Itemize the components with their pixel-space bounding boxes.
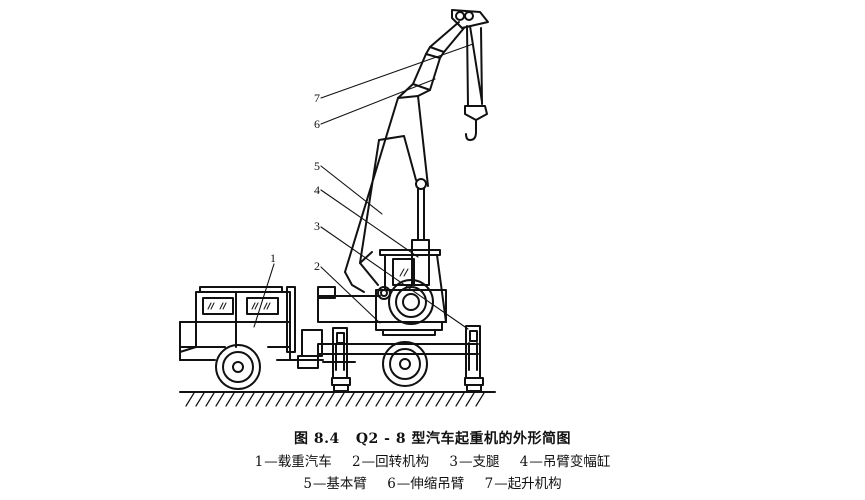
figure-title-text: Q2 - 8 型汽车起重机的外形简图 [355,431,571,447]
boom-head-hoist [451,9,489,141]
rear-wheel [382,341,428,387]
base-boom [344,95,429,293]
callout-4: 4 [314,183,320,197]
legend-item: 2—回转机构 [352,454,430,470]
callout-6: 6 [314,117,320,131]
ground-hatching [179,391,496,407]
legend-row-2: 5—基本臂 6—伸缩吊臂 7—起升机构 [0,472,865,492]
front-wheel [215,344,261,390]
operator-cab [379,178,447,323]
legend-item: 4—吊臂变幅缸 [519,454,611,470]
figure-number: 图 8.4 [294,431,340,447]
legend-item: 7—起升机构 [484,476,562,492]
outrigger-right [464,325,484,392]
callout-5: 5 [314,159,320,173]
callout-7: 7 [314,91,320,105]
crane-diagram: 7 6 5 4 3 2 1 [179,9,496,407]
outrigger-left [331,327,351,392]
legend-item: 3—支腿 [449,454,500,470]
legend-item: 1—载重汽车 [254,454,332,470]
truck-cab [179,286,324,369]
callout-2: 2 [314,259,320,273]
figure-title: 图 8.4 Q2 - 8 型汽车起重机的外形简图 [0,428,865,448]
telescopic-boom [397,21,465,99]
chassis [317,343,479,363]
callout-leaders [253,43,474,330]
legend-row-1: 1—载重汽车 2—回转机构 3—支腿 4—吊臂变幅缸 [0,450,865,470]
slewing-drum [377,279,434,325]
slewing-base [317,286,447,336]
callout-3: 3 [314,219,320,233]
legend-item: 6—伸缩吊臂 [387,476,465,492]
callout-numbers: 7 6 5 4 3 2 1 [270,91,320,273]
legend-item: 5—基本臂 [303,476,367,492]
callout-1: 1 [270,251,276,265]
